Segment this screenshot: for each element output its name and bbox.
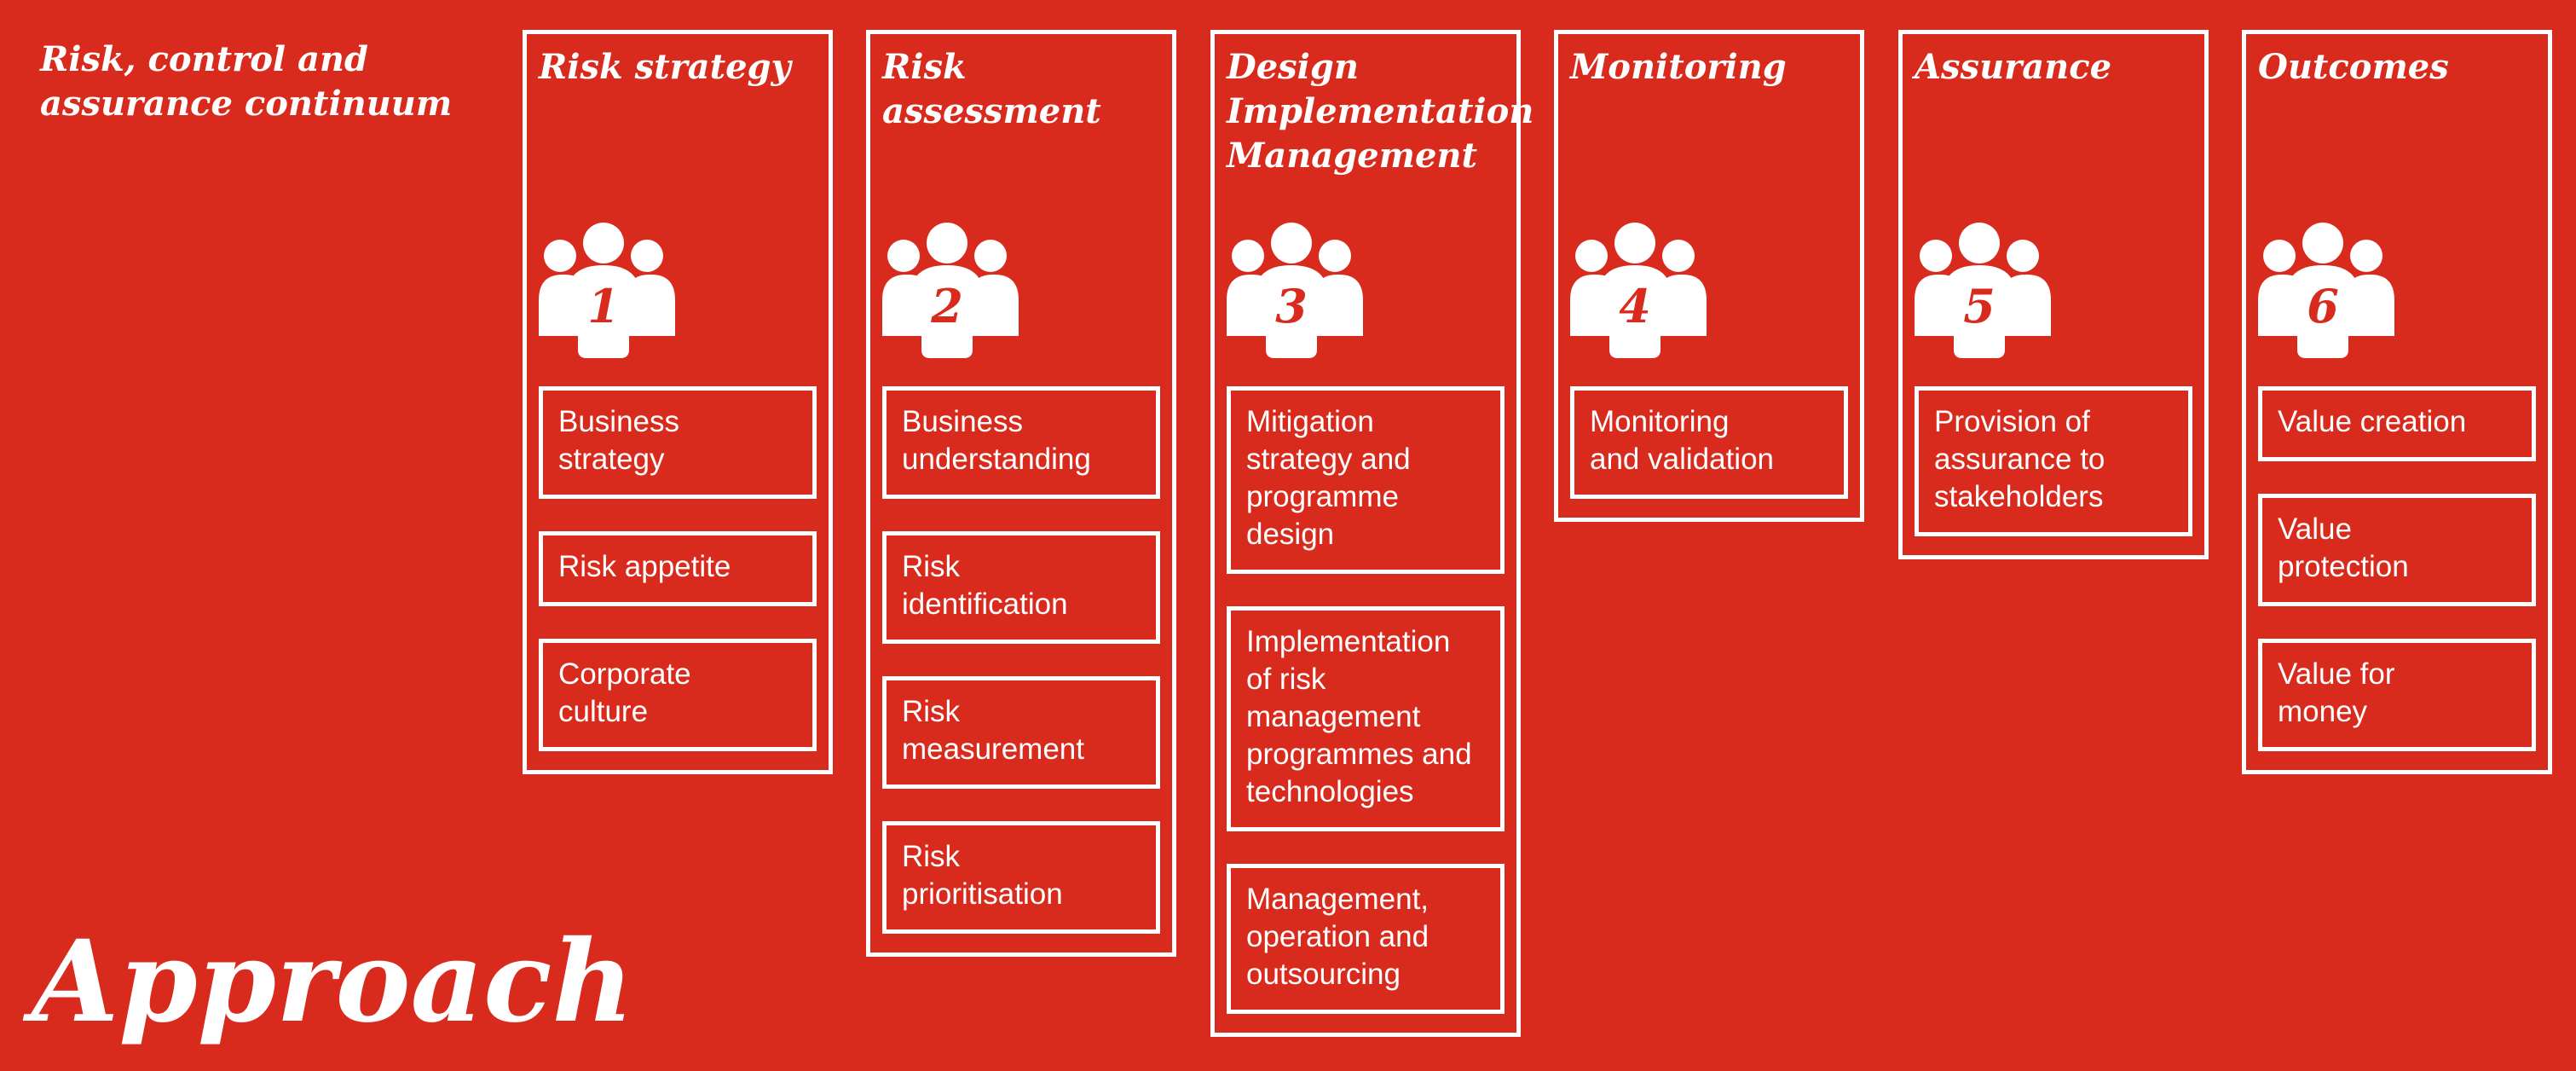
item-box-list: Mitigation strategy and programme design… — [1227, 386, 1505, 1014]
item-box-list: Provision of assurance to stakeholders — [1915, 386, 2192, 536]
page-title: Risk, control and assurance continuum — [40, 39, 453, 124]
item-label: Provision of assurance to stakeholders — [1934, 405, 2105, 513]
item-label: Value for money — [2278, 657, 2395, 728]
item-box: Monitoring and validation — [1570, 386, 1848, 499]
item-label: Value protection — [2278, 512, 2409, 583]
column-monitoring: Monitoring 4 Monitoring and validation — [1554, 30, 1864, 522]
people-group-icon: 1 — [539, 222, 675, 360]
people-group-icon: 4 — [1570, 222, 1707, 360]
item-box: Business understanding — [882, 386, 1160, 499]
item-box: Value for money — [2258, 639, 2536, 751]
item-box: Corporate culture — [539, 639, 817, 751]
item-label: Implementation of risk management progra… — [1246, 625, 1472, 808]
item-box: Provision of assurance to stakeholders — [1915, 386, 2192, 536]
column-outcomes: Outcomes 6 Value creation Value protecti… — [2242, 30, 2552, 774]
item-label: Mitigation strategy and programme design — [1246, 405, 1411, 551]
step-number: 4 — [1619, 279, 1651, 333]
column-header: Design Implementation Management — [1227, 47, 1534, 176]
item-box-list: Value creation Value protection Value fo… — [2258, 386, 2536, 751]
item-label: Value creation — [2278, 405, 2467, 438]
people-group-icon: 6 — [2258, 222, 2394, 360]
step-number: 3 — [1275, 279, 1308, 333]
item-box-list: Business strategy Risk appetite Corporat… — [539, 386, 817, 751]
people-group-icon: 3 — [1227, 222, 1363, 360]
item-box-list: Business understanding Risk identificati… — [882, 386, 1160, 934]
people-group-icon: 2 — [882, 222, 1019, 360]
column-assurance: Assurance 5 Provision of assurance to st… — [1898, 30, 2209, 559]
step-number: 6 — [2307, 279, 2339, 333]
column-header: Assurance — [1915, 47, 2112, 87]
item-label: Monitoring and validation — [1590, 405, 1774, 476]
item-box: Risk measurement — [882, 676, 1160, 789]
item-box-list: Monitoring and validation — [1570, 386, 1848, 499]
item-label: Business strategy — [558, 405, 680, 476]
item-label: Management, operation and outsourcing — [1246, 883, 1430, 991]
step-number: 1 — [587, 279, 620, 333]
section-title: Approach — [32, 916, 634, 1048]
item-label: Risk measurement — [902, 695, 1084, 766]
item-label: Business understanding — [902, 405, 1091, 476]
step-number: 5 — [1963, 279, 1996, 333]
item-label: Corporate culture — [558, 657, 691, 728]
step-number: 2 — [931, 279, 963, 333]
item-box: Value creation — [2258, 386, 2536, 461]
column-header: Risk strategy — [539, 47, 791, 87]
item-box: Management, operation and outsourcing — [1227, 864, 1505, 1014]
column-risk-assessment: Risk assessment 2 Business understanding… — [866, 30, 1176, 957]
item-label: Risk identification — [902, 550, 1068, 621]
column-header: Outcomes — [2258, 47, 2449, 87]
people-group-icon: 5 — [1915, 222, 2051, 360]
item-box: Risk identification — [882, 531, 1160, 644]
column-header: Monitoring — [1570, 47, 1787, 87]
item-label: Risk prioritisation — [902, 840, 1063, 911]
item-box: Implementation of risk management progra… — [1227, 606, 1505, 831]
column-header: Risk assessment — [882, 47, 1101, 131]
item-box: Risk prioritisation — [882, 821, 1160, 934]
item-box: Value protection — [2258, 494, 2536, 606]
column-design-implementation-management: Design Implementation Management 3 Mitig… — [1210, 30, 1534, 1037]
item-box: Business strategy — [539, 386, 817, 499]
item-box: Mitigation strategy and programme design — [1227, 386, 1505, 574]
item-box: Risk appetite — [539, 531, 817, 606]
column-risk-strategy: Risk strategy 1 Business strategy Risk a… — [523, 30, 833, 774]
item-label: Risk appetite — [558, 550, 731, 583]
